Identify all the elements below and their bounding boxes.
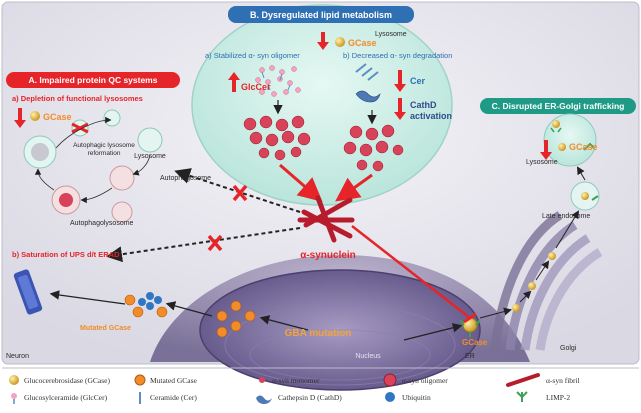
svg-text:Cathepsin D (CathD): Cathepsin D (CathD) <box>278 393 342 402</box>
panel-b-sub-b: b) Decreased α- syn degradation <box>343 51 452 60</box>
svg-text:Ceramide (Cer): Ceramide (Cer) <box>150 393 197 402</box>
alpha-synuclein-fibril <box>297 195 355 243</box>
mutated-gcase-cluster-a <box>124 294 168 318</box>
panel-a-mutated-gcase-label: Mutated GCase <box>80 325 131 332</box>
panel-c-gcase-label: GCase <box>569 142 598 152</box>
panel-b-gcase-label: GCase <box>348 38 377 48</box>
er-label: ER <box>465 353 475 360</box>
gcase-ball-b <box>335 37 345 47</box>
oligomer-icon <box>383 373 397 387</box>
panel-a-title: A. Impaired protein QC systems <box>29 75 158 85</box>
legend: Glucocerebrosidase (GCase) Mutated GCase… <box>9 373 580 404</box>
panel-b-sub-a: a) Stabilized α- syn oligomer <box>205 51 300 60</box>
cathepsin-cluster <box>355 90 381 103</box>
panel-a-autophagolysosome-label: Autophagolysosome <box>70 220 134 227</box>
panel-c-title-bar <box>480 98 636 114</box>
er-gcase-label: GCase <box>462 338 488 347</box>
panel-c-lysosome-label: Lysosome <box>526 159 558 166</box>
panel-a-gcase-label: GCase <box>43 112 72 122</box>
legend-item-glccer: Glucosylceramide (GlcCer) <box>11 393 108 404</box>
legend-item-cathepsin: Cathepsin D (CathD) <box>256 393 342 404</box>
legend-item-gcase: Glucocerebrosidase (GCase) <box>9 375 111 385</box>
svg-text:α-syn fibril: α-syn fibril <box>546 376 580 385</box>
ceramide-cluster <box>355 63 379 81</box>
red-x-mark-autophagy <box>232 184 248 202</box>
legend-item-monomer: α-syn monomer <box>259 376 320 385</box>
glccer-icon <box>11 393 17 399</box>
svg-text:Ubiquitin: Ubiquitin <box>402 393 431 402</box>
fibril-icon <box>506 373 540 387</box>
legend-item-ceramide: Ceramide (Cer) <box>139 392 197 404</box>
late-endosome-label: Late endosome <box>542 213 590 220</box>
panel-b-title: B. Dysregulated lipid metabolism <box>250 10 392 20</box>
autophagosome <box>109 165 135 191</box>
oligomer-cluster-left <box>243 115 311 161</box>
gcase-ball-a <box>30 111 40 121</box>
panel-b-cer-label: Cer <box>410 76 426 86</box>
panel-c-title: C. Disrupted ER-Golgi trafficking <box>492 101 625 111</box>
red-x-mark-a <box>71 122 89 134</box>
gcase-ball-icon <box>9 375 19 385</box>
svg-text:LIMP-2: LIMP-2 <box>546 393 570 402</box>
panel-a-reformation-1: Autophagic lysosome <box>73 142 135 149</box>
ubiquitin-icon <box>385 392 395 402</box>
legend-item-fibril: α-syn fibril <box>506 373 580 387</box>
neuron-label: Neuron <box>6 353 29 360</box>
mutated-gcase-cluster-center <box>216 300 256 338</box>
svg-text:Glucosylceramide (GlcCer): Glucosylceramide (GlcCer) <box>24 393 108 402</box>
ubiquitin-cluster <box>138 292 162 310</box>
inhibition-line-er <box>351 225 471 319</box>
golgi-apparatus <box>490 211 603 351</box>
alpha-synuclein-label: α-synuclein <box>300 250 356 261</box>
limp2-icon <box>516 391 528 402</box>
panel-a-reformation-2: reformation <box>88 150 121 157</box>
mutated-gcase-icon <box>134 374 146 386</box>
svg-text:Glucocerebrosidase (GCase): Glucocerebrosidase (GCase) <box>24 376 111 385</box>
panel-a-sub-a: a) Depletion of functional lysosomes <box>12 94 143 103</box>
red-x-mark-ups <box>207 234 223 252</box>
legend-item-oligomer: α-syn oligomer <box>383 373 448 387</box>
arrow-oligomer-left-to-fibril <box>279 163 323 202</box>
cathepsin-icon <box>256 395 272 404</box>
nucleus-label: Nucleus <box>355 353 381 360</box>
legend-item-ubiquitin: Ubiquitin <box>385 392 431 402</box>
svg-text:α-syn monomer: α-syn monomer <box>272 376 320 385</box>
arrow-oligomer-right-to-fibril <box>335 173 373 202</box>
panel-b-cathd-label-1: CathD <box>410 100 437 110</box>
gba-mutation-label: GBA mutation <box>285 328 352 339</box>
lysosome-a <box>137 127 163 153</box>
svg-text:α-syn oligomer: α-syn oligomer <box>402 376 448 385</box>
golgi-label: Golgi <box>560 345 577 352</box>
monomer-dot-icon <box>259 377 265 383</box>
panel-b-glccer-label: GlcCer <box>241 82 271 92</box>
legend-item-mutated-gcase: Mutated GCase <box>134 374 198 386</box>
glccer-cluster <box>255 65 301 97</box>
panel-b-title-bar <box>228 6 414 23</box>
panel-b-cathd-label-2: activation <box>410 111 452 121</box>
svg-text:Mutated GCase: Mutated GCase <box>150 376 198 385</box>
panel-a-title-bar <box>6 72 180 88</box>
proteasome <box>13 269 43 315</box>
panel-b-lysosome-label: Lysosome <box>375 31 407 38</box>
legend-item-limp2: LIMP-2 <box>516 391 570 402</box>
oligomer-cluster-right <box>343 124 404 172</box>
panel-a-sub-b: b) Saturation of UPS d/t ERAD <box>12 250 120 259</box>
